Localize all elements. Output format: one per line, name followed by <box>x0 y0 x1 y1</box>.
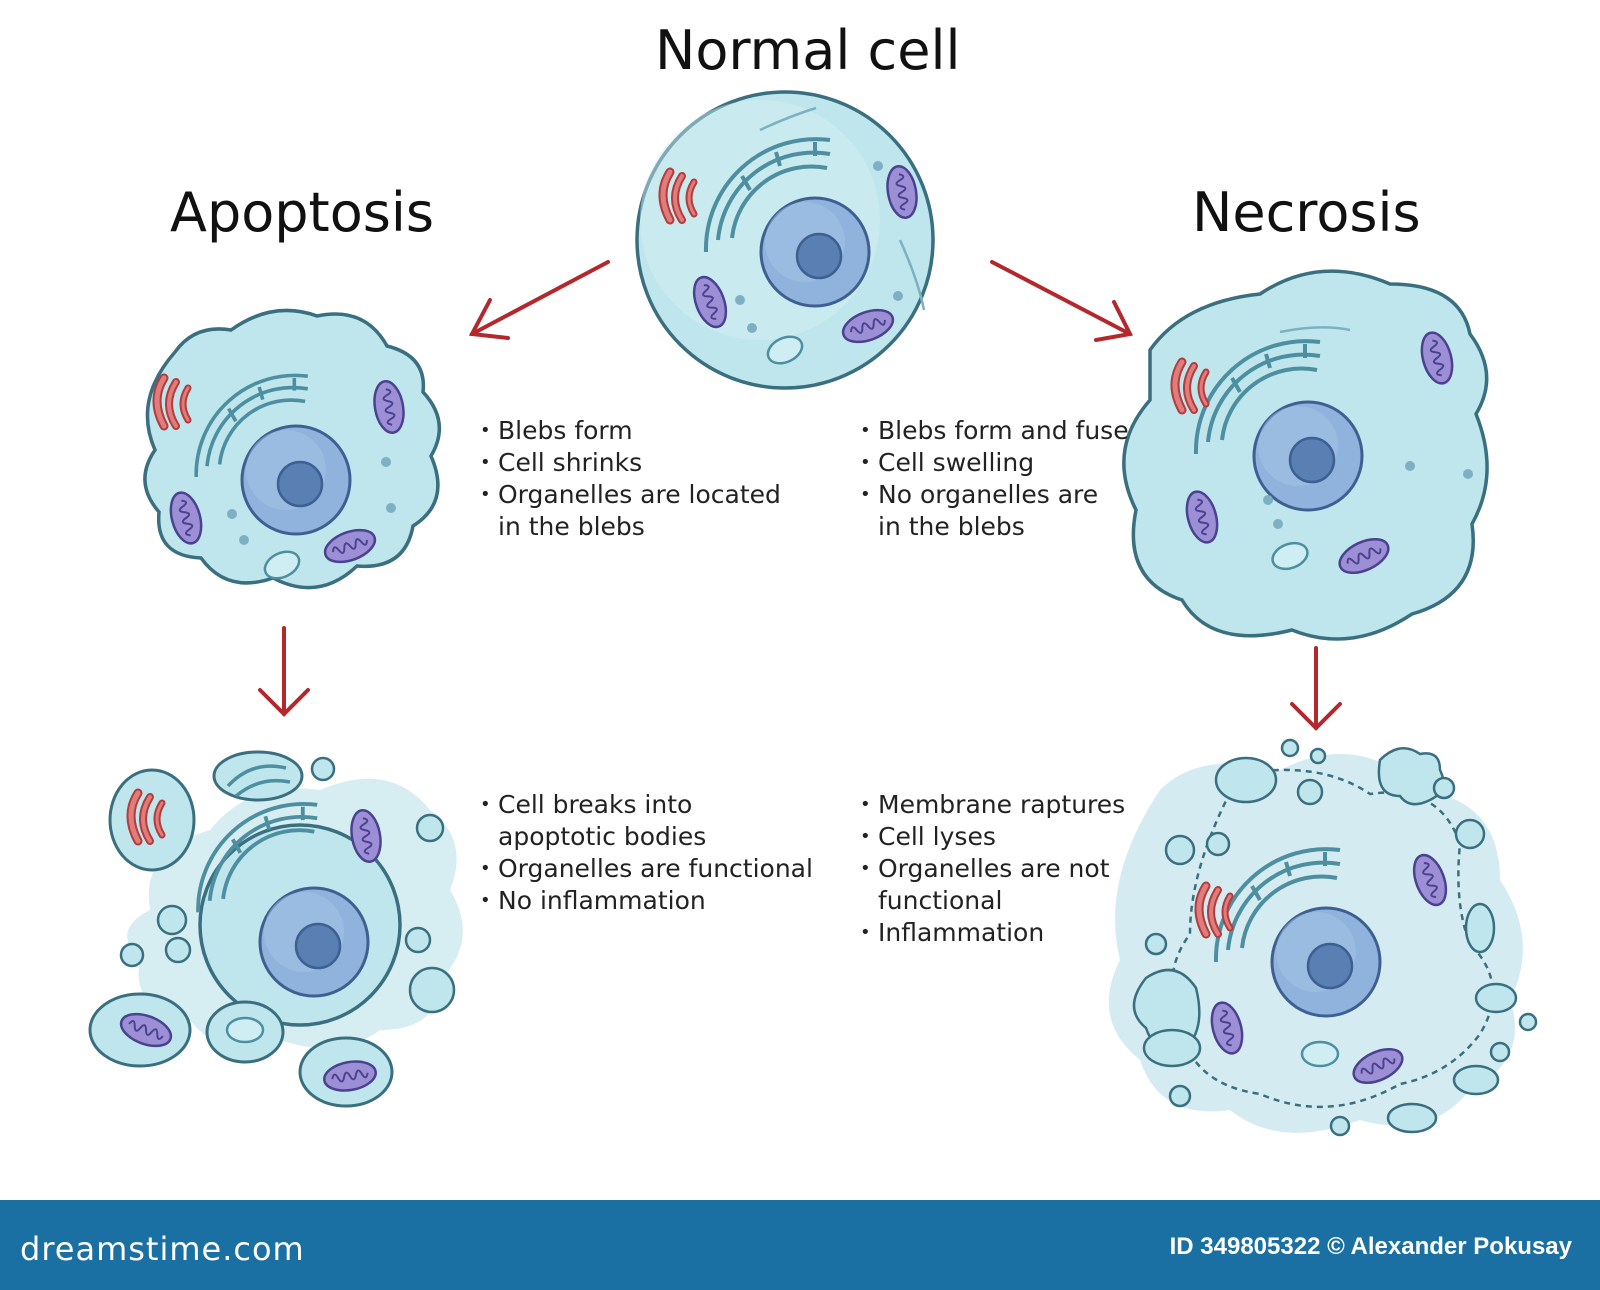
apoptosis-stage1-list: Blebs form Cell shrinks Organelles are l… <box>480 415 840 543</box>
list-item-continuation: in the blebs <box>878 512 1025 541</box>
list-item: Organelles are functional <box>480 853 840 885</box>
list-item: No inflammation <box>480 885 840 917</box>
list-item-continuation: apoptotic bodies <box>498 822 707 851</box>
list-item: No organelles are <box>860 479 1220 511</box>
list-item: Cell swelling <box>860 447 1220 479</box>
list-item: Cell lyses <box>860 821 1220 853</box>
list-item-continuation: in the blebs <box>498 512 645 541</box>
necrosis-stage2-list: Membrane raptures Cell lyses Organelles … <box>860 789 1220 949</box>
list-item: Organelles are located <box>480 479 840 511</box>
normal-cell <box>635 90 935 390</box>
list-item: Organelles are not <box>860 853 1220 885</box>
footer-bar: dreamstime.com ID 349805322 © Alexander … <box>0 1200 1600 1290</box>
list-item: Blebs form <box>480 415 840 447</box>
arrow-necrosis-down <box>1290 646 1342 731</box>
necrosis-stage1-list: Blebs form and fuse Cell swelling No org… <box>860 415 1220 543</box>
list-item: Cell breaks into <box>480 789 840 821</box>
apoptosis-stage2-list: Cell breaks into apoptotic bodies Organe… <box>480 789 840 917</box>
image-credit: ID 349805322 © Alexander Pokusay <box>1169 1233 1572 1260</box>
list-item-continuation: functional <box>878 886 1003 915</box>
arrow-to-apoptosis <box>468 260 610 340</box>
diagram-artwork <box>88 90 1538 1137</box>
apoptotic-bodies <box>88 750 463 1108</box>
necrosis-heading: Necrosis <box>1192 181 1421 244</box>
list-item: Blebs form and fuse <box>860 415 1220 447</box>
apoptosis-heading: Apoptosis <box>170 181 435 244</box>
apoptotic-cell <box>143 308 442 590</box>
list-item: Inflammation <box>860 917 1220 949</box>
list-item: Cell shrinks <box>480 447 840 479</box>
arrow-to-necrosis <box>990 260 1133 342</box>
brand-logo[interactable]: dreamstime.com <box>20 1230 305 1268</box>
necrotic-swollen-cell <box>1122 269 1489 641</box>
list-item: Membrane raptures <box>860 789 1220 821</box>
arrow-apoptosis-down <box>258 626 310 717</box>
normal-cell-heading: Normal cell <box>655 19 961 82</box>
